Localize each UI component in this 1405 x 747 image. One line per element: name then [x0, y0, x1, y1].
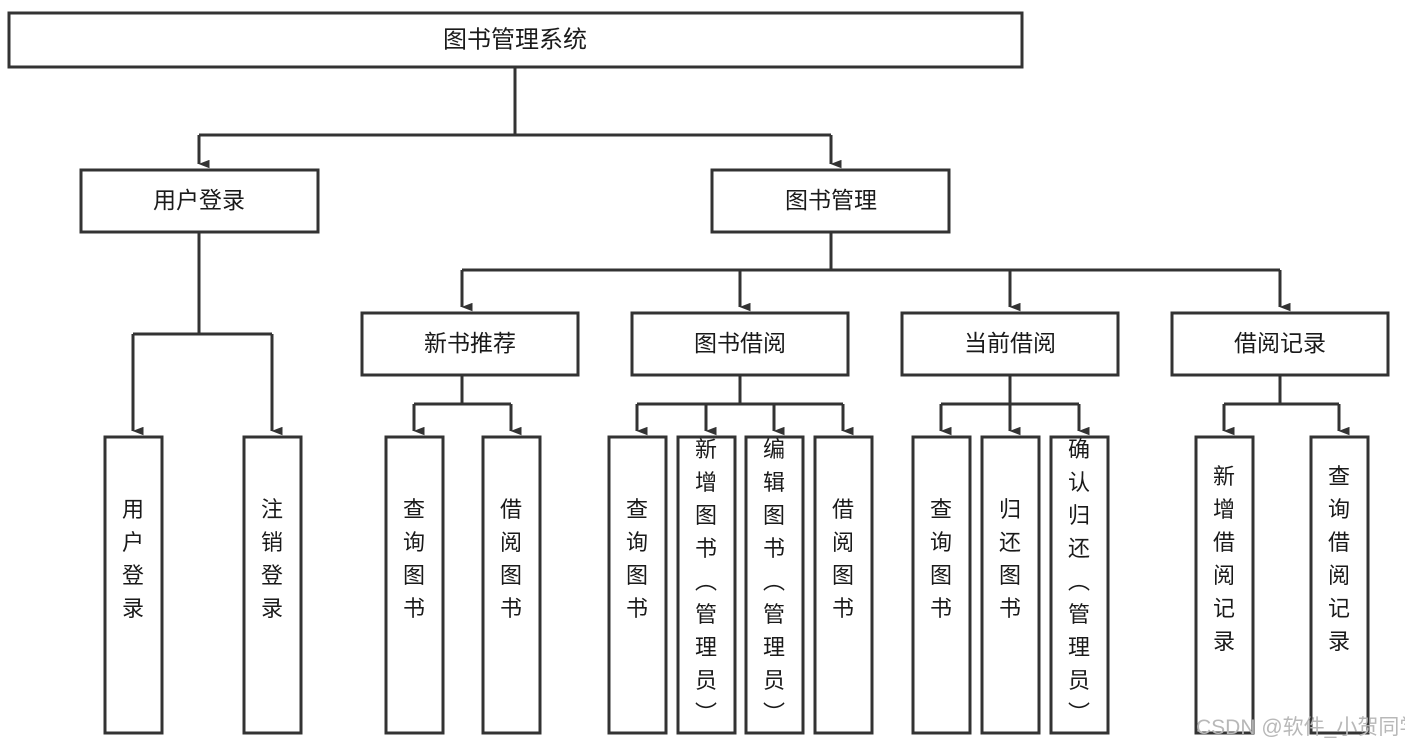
node-leaf-query-book-2-label: 查询图书: [626, 497, 648, 621]
node-leaf-add-book-label: 新增图书︵管理员︶: [695, 437, 717, 726]
node-leaf-borrow-book-2-box[interactable]: [813, 435, 874, 735]
node-user-login-box[interactable]: [79, 168, 320, 234]
node-leaf-borrow-book-1-box[interactable]: [481, 435, 542, 735]
node-book-manage-box[interactable]: [710, 168, 951, 234]
node-leaf-confirm-return[interactable]: 确认归还︵管理员︶: [1049, 435, 1110, 735]
node-leaf-logout-login-box[interactable]: [242, 435, 303, 735]
node-book-borrow-label: 图书借阅: [694, 330, 786, 356]
node-leaf-query-book-3-box[interactable]: [911, 435, 972, 735]
node-leaf-add-book[interactable]: 新增图书︵管理员︶: [676, 435, 737, 735]
node-current-borrow-box[interactable]: [900, 311, 1120, 377]
node-leaf-add-record-box[interactable]: [1194, 435, 1255, 735]
node-leaf-logout-login-label: 注销登录: [261, 497, 283, 621]
node-leaf-query-book-1[interactable]: 查询图书: [384, 435, 445, 735]
node-leaf-user-login-box[interactable]: [103, 435, 164, 735]
node-leaf-add-book-box[interactable]: [676, 435, 737, 735]
node-root-box[interactable]: [7, 11, 1024, 69]
node-leaf-borrow-book-1[interactable]: 借阅图书: [481, 435, 542, 735]
node-leaf-query-record-label: 查询借阅记录: [1328, 464, 1350, 654]
csdn-watermark: CSDN @软件_小贺同学: [1196, 716, 1405, 739]
node-leaf-edit-book-label: 编辑图书︵管理员︶: [763, 437, 785, 726]
node-book-borrow-box[interactable]: [630, 311, 850, 377]
node-leaf-confirm-return-box[interactable]: [1049, 435, 1110, 735]
node-new-book-recommend[interactable]: 新书推荐: [360, 311, 580, 377]
node-user-login-label: 用户登录: [153, 187, 245, 213]
node-leaf-return-book-box[interactable]: [980, 435, 1041, 735]
node-leaf-query-book-3[interactable]: 查询图书: [911, 435, 972, 735]
node-leaf-edit-book[interactable]: 编辑图书︵管理员︶: [744, 435, 805, 735]
node-leaf-query-record-box[interactable]: [1309, 435, 1370, 735]
connector-layer: [131, 67, 1350, 436]
node-leaf-query-record[interactable]: 查询借阅记录: [1309, 435, 1370, 735]
node-current-borrow-label: 当前借阅: [964, 330, 1056, 356]
node-leaf-query-book-3-label: 查询图书: [930, 497, 952, 621]
node-user-login[interactable]: 用户登录: [79, 168, 320, 234]
node-borrow-record-label: 借阅记录: [1234, 330, 1326, 356]
node-leaf-query-book-1-label: 查询图书: [403, 497, 425, 621]
node-borrow-record-box[interactable]: [1170, 311, 1390, 377]
node-borrow-record[interactable]: 借阅记录: [1170, 311, 1390, 377]
node-new-book-recommend-label: 新书推荐: [424, 330, 516, 356]
node-leaf-user-login-label: 用户登录: [122, 497, 144, 621]
node-leaf-query-book-1-box[interactable]: [384, 435, 445, 735]
node-book-borrow[interactable]: 图书借阅: [630, 311, 850, 377]
node-leaf-add-record-label: 新增借阅记录: [1213, 464, 1235, 654]
node-leaf-logout-login[interactable]: 注销登录: [242, 435, 303, 735]
node-leaf-return-book[interactable]: 归还图书: [980, 435, 1041, 735]
node-leaf-borrow-book-2[interactable]: 借阅图书: [813, 435, 874, 735]
node-new-book-recommend-box[interactable]: [360, 311, 580, 377]
node-leaf-confirm-return-label: 确认归还︵管理员︶: [1068, 437, 1090, 726]
node-current-borrow[interactable]: 当前借阅: [900, 311, 1120, 377]
node-leaf-return-book-label: 归还图书: [999, 497, 1021, 621]
node-leaf-borrow-book-2-label: 借阅图书: [832, 497, 854, 621]
node-book-manage[interactable]: 图书管理: [710, 168, 951, 234]
node-root[interactable]: 图书管理系统: [7, 11, 1024, 69]
node-root-label: 图书管理系统: [443, 26, 587, 53]
node-leaf-borrow-book-1-label: 借阅图书: [500, 497, 522, 621]
node-book-manage-label: 图书管理: [785, 187, 877, 213]
node-leaf-query-book-2-box[interactable]: [607, 435, 668, 735]
node-leaf-user-login[interactable]: 用户登录: [103, 435, 164, 735]
node-leaf-query-book-2[interactable]: 查询图书: [607, 435, 668, 735]
node-leaf-edit-book-box[interactable]: [744, 435, 805, 735]
node-leaf-add-record[interactable]: 新增借阅记录: [1194, 435, 1255, 735]
